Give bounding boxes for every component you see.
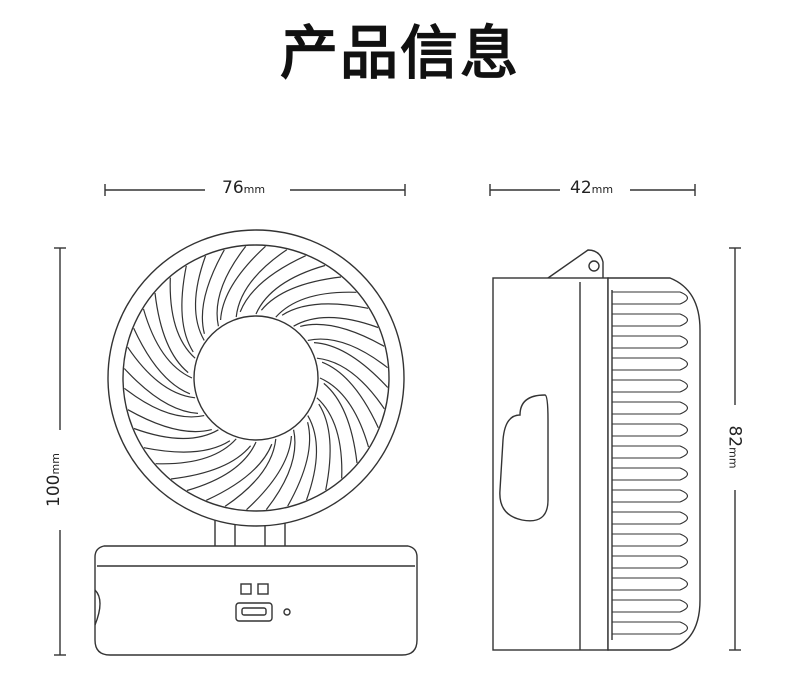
side-grill-bar bbox=[612, 511, 689, 525]
side-grill-cage bbox=[607, 277, 701, 651]
fan-blade-edge bbox=[323, 382, 358, 464]
side-grill-bar bbox=[612, 401, 689, 415]
fan-blade-edge bbox=[220, 245, 266, 321]
fan-blade-edge bbox=[127, 409, 212, 433]
fan-blade bbox=[169, 277, 196, 359]
dim-unit: mm bbox=[48, 453, 62, 475]
dim-unit: mm bbox=[243, 183, 266, 196]
side-grill-bar bbox=[612, 291, 689, 305]
fan-hub bbox=[193, 315, 319, 441]
side-grill-bar bbox=[612, 423, 689, 437]
fan-blade-edge bbox=[260, 276, 342, 311]
fan-blade-edge bbox=[170, 445, 252, 480]
fan-blade bbox=[265, 429, 296, 510]
fan-blade-edge bbox=[287, 422, 311, 507]
side-hand-slot bbox=[499, 394, 549, 522]
side-grill-bar bbox=[612, 599, 689, 613]
dim-label-side-width: 42mm bbox=[570, 178, 613, 198]
fan-inner-ring bbox=[122, 244, 390, 512]
hanging-loop-hole bbox=[588, 260, 600, 272]
fan-blade-edge bbox=[313, 342, 389, 388]
fan-blade-edge bbox=[239, 255, 306, 313]
fan-blade-edge bbox=[206, 443, 273, 501]
fan-blade bbox=[319, 377, 370, 448]
fan-blade bbox=[124, 387, 205, 418]
dim-label-front-height: 100mm bbox=[44, 453, 64, 507]
fan-blade-edge bbox=[133, 328, 191, 395]
fan-blade bbox=[194, 255, 207, 341]
side-grill-bar bbox=[612, 335, 689, 349]
page-title: 产品信息 bbox=[279, 19, 520, 87]
dim-label-front-width: 76mm bbox=[222, 178, 265, 198]
indicator-light-left bbox=[240, 583, 252, 595]
dim-unit: mm bbox=[726, 447, 740, 469]
fan-grill-blades bbox=[123, 245, 389, 511]
side-grill-bar bbox=[612, 533, 689, 547]
fan-blade bbox=[305, 415, 318, 501]
fan-blade bbox=[235, 249, 288, 318]
fan-blade bbox=[216, 246, 247, 327]
fan-blade-edge bbox=[318, 403, 331, 491]
fan-blade-edge bbox=[154, 292, 189, 374]
hanging-loop bbox=[547, 249, 604, 283]
side-grill-bar bbox=[612, 621, 689, 635]
side-grill-bar bbox=[612, 357, 689, 371]
side-grill-bar bbox=[612, 379, 689, 393]
fan-blade bbox=[224, 438, 277, 507]
dim-value: 100 bbox=[43, 474, 64, 507]
dim-unit: mm bbox=[591, 183, 614, 196]
fan-blade-edge bbox=[321, 361, 379, 428]
fan-blade-edge bbox=[300, 323, 385, 347]
side-grill-bars bbox=[612, 291, 689, 635]
fan-blade bbox=[293, 316, 379, 329]
fan-blade bbox=[307, 338, 388, 369]
front-view bbox=[94, 229, 418, 656]
usb-port-inner bbox=[241, 607, 267, 616]
fan-blade-edge bbox=[246, 435, 292, 511]
fan-blade bbox=[255, 264, 326, 315]
fan-blade bbox=[186, 441, 257, 492]
side-grill-bar bbox=[612, 467, 689, 481]
fan-blade bbox=[133, 427, 219, 440]
side-grill-bar bbox=[612, 313, 689, 327]
dim-value: 82 bbox=[724, 425, 745, 448]
indicator-light-right bbox=[257, 583, 269, 595]
dimension-lines bbox=[54, 184, 741, 656]
fan-blade bbox=[275, 291, 357, 318]
fan-blade-edge bbox=[281, 303, 369, 316]
dim-value: 76 bbox=[222, 178, 244, 198]
side-grill-bar bbox=[612, 445, 689, 459]
dim-value: 42 bbox=[570, 178, 592, 198]
side-grill-bar bbox=[612, 577, 689, 591]
fan-blade bbox=[127, 346, 196, 399]
fan-blade bbox=[316, 357, 385, 410]
fan-blade-edge bbox=[123, 368, 199, 414]
dim-label-side-height: 82mm bbox=[725, 425, 745, 468]
side-grill-bar bbox=[612, 489, 689, 503]
side-view bbox=[492, 249, 701, 651]
port-led bbox=[283, 608, 291, 616]
fan-blade bbox=[316, 397, 343, 479]
fan-blade bbox=[142, 308, 193, 379]
base-side-detail bbox=[94, 589, 101, 626]
fan-blade-edge bbox=[201, 249, 225, 334]
fan-blade-edge bbox=[181, 265, 194, 353]
side-grill-bar bbox=[612, 555, 689, 569]
fan-blade-edge bbox=[143, 440, 231, 453]
fan-blade bbox=[155, 438, 237, 465]
fan-base bbox=[94, 545, 418, 656]
